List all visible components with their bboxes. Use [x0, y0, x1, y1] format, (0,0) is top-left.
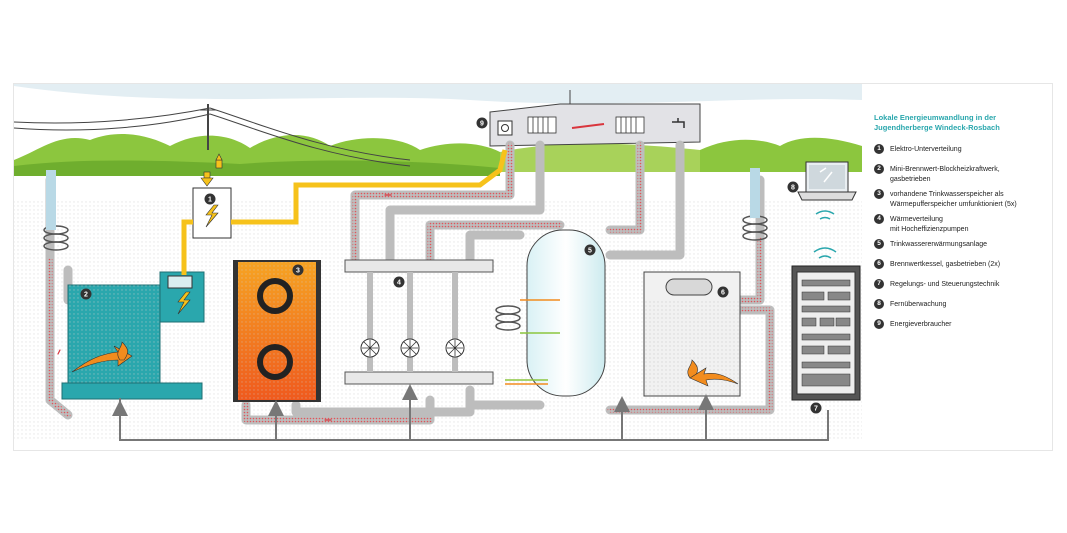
buffer-storage-tank	[233, 260, 321, 402]
heat-distribution-manifold	[344, 259, 494, 385]
legend-item: 8 Fernüberwachung	[874, 299, 1039, 314]
legend-title: Lokale Energieumwandlung in der Jugendhe…	[874, 113, 1000, 132]
svg-text:8: 8	[791, 185, 795, 192]
chp-unit	[61, 271, 205, 400]
legend-text: Regelungs- und Steuerungstechnik	[890, 281, 1000, 288]
legend-number: 6	[874, 259, 884, 269]
badge-2: 2	[80, 288, 92, 300]
legend-item: 7 Regelungs- und Steuerungstechnik	[874, 279, 1039, 294]
legend-number: 5	[874, 239, 884, 249]
laptop-remote-monitoring	[797, 161, 857, 259]
legend-text: Brennwertkessel, gasbetrieben (2x)	[890, 261, 1001, 268]
control-lines	[112, 384, 829, 441]
badge-5: 5	[584, 244, 596, 256]
legend-item: 5 Trinkwassererwärmungsanlage	[874, 239, 1039, 254]
pipes	[45, 140, 775, 425]
svg-text:1: 1	[208, 197, 212, 204]
badge-3: 3	[292, 264, 304, 276]
legend-number: 9	[874, 319, 884, 329]
legend-number: 3	[874, 189, 884, 199]
legend-text: Elektro-Unterverteilung	[890, 146, 962, 153]
energy-consumer-building	[489, 90, 701, 147]
svg-text:6: 6	[721, 290, 725, 297]
legend-text: Fernüberwachung	[890, 301, 947, 308]
legend-number: 2	[874, 164, 884, 174]
svg-text:9: 9	[480, 121, 484, 128]
legend-text: Energieverbraucher	[890, 321, 952, 328]
svg-text:2: 2	[84, 292, 88, 299]
legend-item: 3 vorhandene Trinkwasserspeicher als Wärm…	[874, 189, 1039, 209]
legend-text: Wärmeverteilung mit Hocheffizienzpumpen	[890, 216, 969, 233]
badge-4: 4	[393, 276, 405, 288]
flue-pipe-right	[750, 168, 760, 218]
legend-number: 4	[874, 214, 884, 224]
legend-item: 6 Brennwertkessel, gasbetrieben (2x)	[874, 259, 1039, 274]
legend-number: 1	[874, 144, 884, 154]
legend-item: 9 Energieverbraucher	[874, 319, 1039, 334]
badge-8: 8	[787, 181, 799, 193]
legend-text: Trinkwassererwärmungsanlage	[890, 241, 988, 248]
badge-6: 6	[717, 286, 729, 298]
svg-text:4: 4	[397, 280, 401, 287]
flue-pipe-left	[46, 170, 56, 230]
legend-text: Mini-Brennwert-Blockheizkraftwerk, gasbe…	[890, 166, 1000, 183]
control-cabinet	[791, 265, 861, 401]
hot-water-tank	[505, 229, 606, 397]
legend-text: vorhandene Trinkwasserspeicher als Wärme…	[890, 191, 1017, 208]
legend-item: 2 Mini-Brennwert-Blockheizkraftwerk, gasb…	[874, 164, 1039, 184]
power-line	[13, 104, 411, 167]
svg-text:5: 5	[588, 248, 592, 255]
hills	[14, 133, 862, 176]
svg-text:3: 3	[296, 268, 300, 275]
legend: Lokale Energieumwandlung in der Jugendhe…	[874, 113, 1039, 340]
legend-number: 7	[874, 279, 884, 289]
legend-item: 1 Elektro-Unterverteilung	[874, 144, 1039, 159]
badge-9: 9	[476, 117, 488, 129]
legend-number: 8	[874, 299, 884, 309]
badge-1: 1	[204, 193, 216, 205]
svg-text:7: 7	[814, 406, 818, 413]
badge-7: 7	[810, 402, 822, 414]
legend-item: 4 Wärmeverteilung mit Hocheffizienzpumpen	[874, 214, 1039, 234]
electrical-distribution-box	[181, 149, 508, 275]
